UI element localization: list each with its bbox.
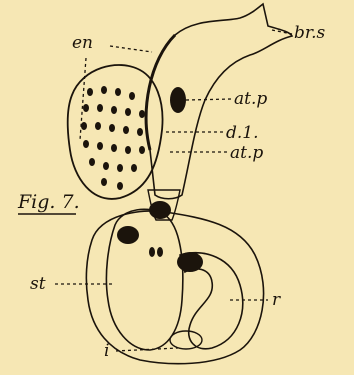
label-st: st xyxy=(30,274,46,294)
atrial-pore-upper xyxy=(170,87,186,113)
label-at-p-upper: at.p xyxy=(234,89,267,109)
branchial-siphon xyxy=(146,4,292,199)
label-r: r xyxy=(272,290,281,310)
lower-body xyxy=(86,209,263,363)
intestine xyxy=(170,331,202,349)
lead-en-a xyxy=(110,46,152,52)
stomach xyxy=(106,209,182,350)
spot-a xyxy=(149,247,155,257)
mass-left xyxy=(117,226,139,244)
label-d-1: d.1. xyxy=(226,123,259,143)
mass-right xyxy=(177,252,203,272)
label-at-p-lower: at.p xyxy=(230,143,263,163)
figure-caption: Fig. 7. xyxy=(17,191,80,213)
sac-spots xyxy=(81,86,145,190)
siphon-edge xyxy=(146,35,175,150)
label-br-s: br.s xyxy=(294,23,326,43)
label-i: i xyxy=(104,341,109,361)
spot-b xyxy=(157,247,163,257)
label-en: en xyxy=(72,33,93,53)
siphon-body xyxy=(146,4,292,199)
stalk xyxy=(148,190,180,220)
lead-at-p-upper xyxy=(186,99,232,100)
